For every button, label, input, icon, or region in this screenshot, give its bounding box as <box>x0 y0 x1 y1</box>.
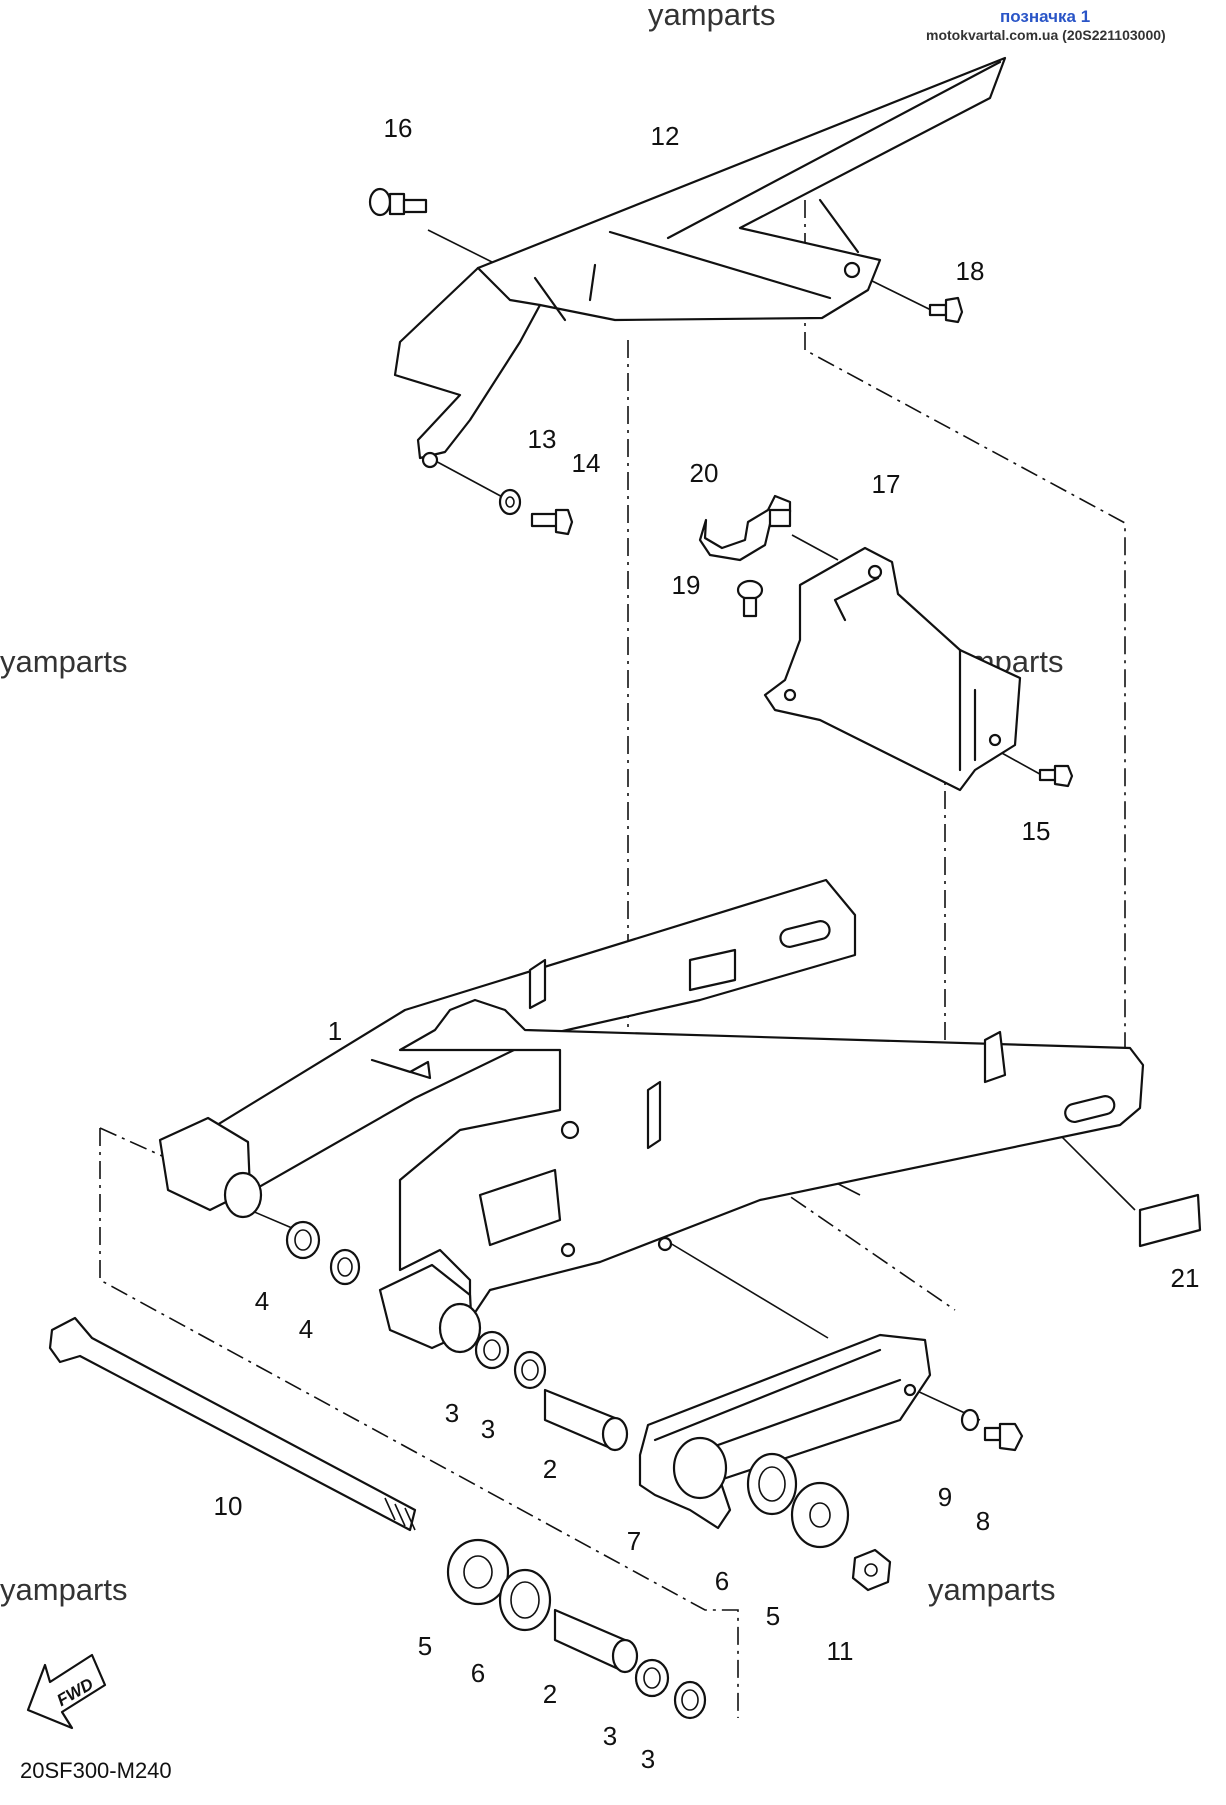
part-21-label[interactable] <box>1138 1193 1202 1248</box>
callout-18[interactable]: 18 <box>956 256 985 286</box>
part-9-washer[interactable] <box>960 1408 980 1432</box>
callout-3[interactable]: 3 <box>481 1414 495 1444</box>
callout-11[interactable]: 11 <box>827 1636 854 1666</box>
part-6-seal[interactable] <box>746 1452 798 1516</box>
part-3-bearing[interactable] <box>673 1680 707 1720</box>
callout-19[interactable]: 19 <box>672 570 701 600</box>
callout-8[interactable]: 8 <box>976 1506 990 1536</box>
callout-20[interactable]: 20 <box>690 458 719 488</box>
callout-5[interactable]: 5 <box>766 1601 780 1631</box>
callout-3[interactable]: 3 <box>603 1721 617 1751</box>
part-10-axle[interactable] <box>48 1316 417 1532</box>
callout-17[interactable]: 17 <box>872 469 901 499</box>
part-4-bushing[interactable] <box>285 1220 321 1260</box>
leader-lines <box>237 229 1136 1421</box>
part-11-nut[interactable] <box>851 1548 892 1592</box>
part-14-bolt[interactable] <box>530 508 574 536</box>
part-2-collar[interactable] <box>553 1608 639 1674</box>
watermark-left-mid: yamparts <box>0 644 127 679</box>
part-8-bolt[interactable] <box>983 1422 1024 1452</box>
part-5-cover[interactable] <box>790 1481 850 1549</box>
watermark-right-bottom: yamparts <box>928 1572 1055 1607</box>
part-15-bolt[interactable] <box>1038 764 1074 788</box>
callout-3[interactable]: 3 <box>641 1744 655 1774</box>
part-3-bearing[interactable] <box>634 1658 670 1698</box>
callout-3[interactable]: 3 <box>445 1398 459 1428</box>
part-12-chain-case[interactable] <box>393 56 1007 469</box>
callout-12[interactable]: 12 <box>651 121 680 151</box>
callout-4[interactable]: 4 <box>255 1286 269 1316</box>
callout-1[interactable]: 1 <box>328 1016 342 1046</box>
part-19-rivet[interactable] <box>736 579 764 618</box>
diagram-code: 20SF300-M240 <box>20 1758 172 1783</box>
part-20-clamp[interactable] <box>698 494 792 562</box>
mark-label[interactable]: позначка 1 <box>1000 7 1090 26</box>
part-5-cover[interactable] <box>446 1538 510 1606</box>
watermark-top: yamparts <box>648 0 775 32</box>
callout-21[interactable]: 21 <box>1171 1263 1200 1293</box>
callout-16[interactable]: 16 <box>384 113 413 143</box>
callout-7[interactable]: 7 <box>627 1526 641 1556</box>
callout-2[interactable]: 2 <box>543 1679 557 1709</box>
part-13-washer[interactable] <box>498 488 522 516</box>
watermark-left-bottom: yamparts <box>0 1572 127 1607</box>
site-ref: motokvartal.com.ua (20S221103000) <box>926 27 1166 43</box>
callout-2[interactable]: 2 <box>543 1454 557 1484</box>
part-18-bolt[interactable] <box>928 296 964 324</box>
part-2-collar[interactable] <box>543 1388 629 1452</box>
callout-13[interactable]: 13 <box>528 424 557 454</box>
callout-15[interactable]: 15 <box>1022 816 1051 846</box>
callout-14[interactable]: 14 <box>572 448 601 478</box>
fwd-arrow-icon: FWD <box>26 1653 107 1730</box>
part-6-seal[interactable] <box>498 1568 552 1632</box>
callout-10[interactable]: 10 <box>214 1491 243 1521</box>
callout-labels: 1 2 2 3 3 3 3 4 4 5 5 6 6 7 8 9 10 11 12… <box>214 113 1200 1774</box>
callout-5[interactable]: 5 <box>418 1631 432 1661</box>
callout-9[interactable]: 9 <box>938 1482 952 1512</box>
callout-4[interactable]: 4 <box>299 1314 313 1344</box>
part-7-chain-guide[interactable] <box>638 1333 932 1530</box>
part-16-bolt[interactable] <box>368 187 428 217</box>
part-3-bearing[interactable] <box>513 1350 547 1390</box>
callout-6[interactable]: 6 <box>471 1658 485 1688</box>
callout-6[interactable]: 6 <box>715 1566 729 1596</box>
part-4-bushing[interactable] <box>329 1248 361 1286</box>
part-3-bearing[interactable] <box>474 1330 510 1370</box>
part-1-swingarm[interactable] <box>158 878 1145 1354</box>
part-17-guard[interactable] <box>763 546 1022 792</box>
